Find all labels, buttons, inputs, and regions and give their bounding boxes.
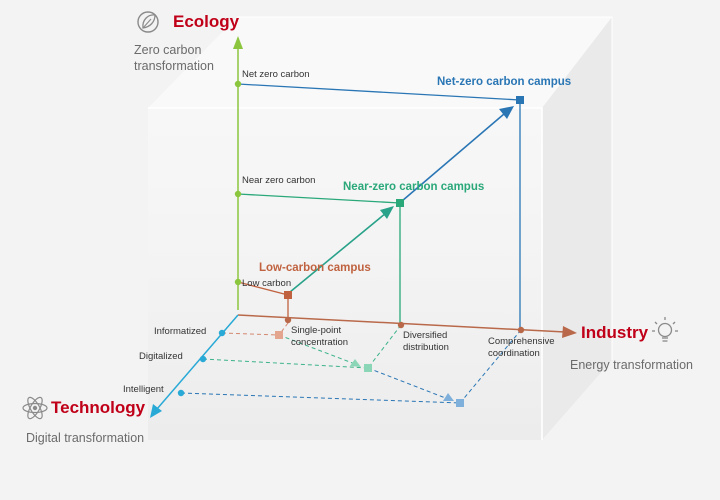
near-zero-campus-label: Near-zero carbon campus — [343, 181, 485, 193]
proj-single-point — [278, 322, 289, 336]
point-intelligent — [177, 389, 185, 397]
net-guide-h — [237, 83, 521, 101]
technology-axis-line — [156, 314, 239, 410]
low-carbon-campus-label: Low-carbon campus — [259, 262, 371, 274]
industry-level-single-point-line2: concentration — [291, 337, 349, 348]
ecology-subtitle-line2: transformation — [134, 59, 214, 73]
proj-informatized — [221, 332, 280, 336]
industry-level-diversified-line2: distribution — [403, 342, 449, 353]
near-guide-h — [237, 193, 401, 204]
ecology-level-low: Low carbon — [242, 278, 292, 289]
floor-marker-near — [364, 364, 372, 372]
cube-back-edges — [237, 16, 613, 360]
cube-right-face — [542, 17, 612, 440]
marker-near-zero-campus — [396, 199, 404, 207]
low-guide-h — [237, 281, 289, 296]
industry-level-comprehensive-line1: Comprehensive — [488, 336, 555, 347]
industry-title: Industry — [581, 323, 649, 342]
axis-points — [177, 80, 525, 397]
progression-arrowhead-1 — [380, 206, 394, 219]
proj-comprehensive — [459, 329, 522, 404]
technology-subtitle: Digital transformation — [26, 431, 145, 445]
technology-title: Technology — [51, 398, 146, 417]
floor-projections — [180, 322, 522, 404]
technology-arrowhead — [150, 404, 162, 418]
proj-intelligent — [180, 392, 461, 404]
floor-markers — [275, 331, 464, 407]
lightbulb-icon — [652, 317, 678, 342]
point-near-zero-carbon — [234, 190, 242, 198]
proj-diversified — [367, 324, 402, 369]
point-digitalized — [199, 355, 207, 363]
industry-subtitle: Energy transformation — [570, 358, 693, 372]
cube-front-face — [148, 108, 542, 440]
ecology-level-net-zero: Net zero carbon — [242, 69, 310, 80]
point-diversified — [397, 321, 405, 329]
industry-level-single-point-line1: Single-point — [291, 325, 342, 336]
floor-arrow-1 — [350, 359, 361, 367]
technology-axis — [150, 314, 239, 418]
marker-low-carbon-campus — [284, 291, 292, 299]
marker-net-zero-campus — [516, 96, 524, 104]
technology-level-intelligent: Intelligent — [123, 384, 164, 395]
level-lines — [237, 83, 521, 328]
industry-level-comprehensive: Comprehensive coordination — [488, 336, 555, 360]
point-informatized — [218, 329, 226, 337]
ecology-title: Ecology — [173, 12, 240, 31]
leaf-icon — [137, 11, 159, 33]
ecology-arrowhead — [233, 36, 243, 49]
campus-markers — [284, 96, 524, 299]
floor-arrow-2 — [443, 393, 454, 401]
progression-arrow-1 — [289, 212, 387, 293]
atom-icon — [22, 396, 48, 420]
industry-level-single-point: Single-point concentration — [291, 325, 348, 349]
progression-arrowhead-2 — [499, 106, 514, 119]
industry-arrowhead — [562, 326, 577, 338]
floor-path-2 — [367, 367, 449, 400]
point-net-zero-carbon — [234, 80, 242, 88]
cube-edges — [148, 107, 543, 440]
technology-level-digitalized: Digitalized — [139, 351, 183, 362]
industry-level-diversified: Diversified distribution — [403, 330, 449, 354]
progression-arrows — [289, 106, 514, 293]
floor-arrowheads — [350, 359, 454, 401]
floor-marker-low — [275, 331, 283, 339]
point-comprehensive — [517, 326, 525, 334]
floor-marker-net — [456, 399, 464, 407]
ecology-axis — [233, 36, 243, 310]
ecology-subtitle-line1: Zero carbon — [134, 43, 202, 57]
industry-level-diversified-line1: Diversified — [403, 330, 448, 341]
net-zero-campus-label: Net-zero carbon campus — [437, 76, 572, 88]
progression-arrow-2 — [401, 113, 505, 202]
point-single-point — [284, 316, 292, 324]
ecology-level-near-zero: Near zero carbon — [242, 175, 316, 186]
technology-level-informatized: Informatized — [154, 326, 207, 337]
point-low-carbon — [234, 278, 242, 286]
industry-level-comprehensive-line2: coordination — [488, 348, 540, 359]
